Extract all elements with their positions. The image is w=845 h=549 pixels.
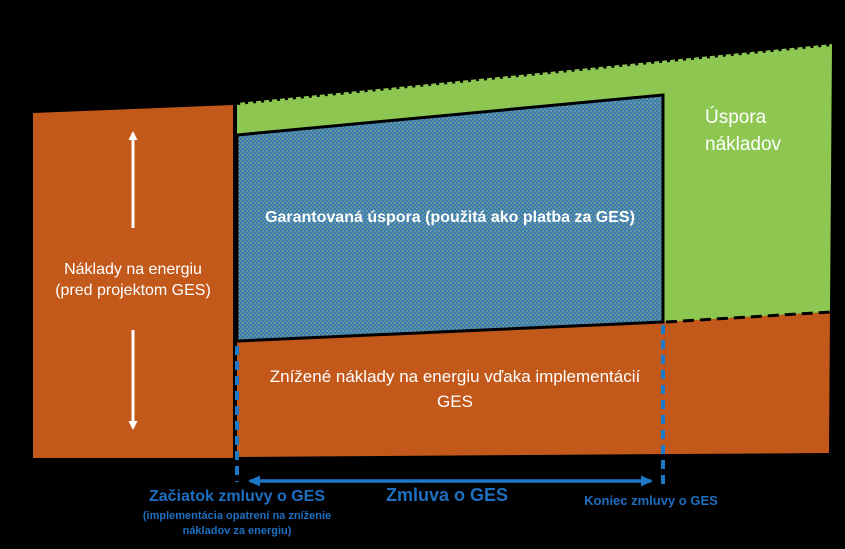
contract-start-sublabel: (implementácia opatrení na zníženie nákl…	[142, 510, 332, 537]
contract-start-label: Začiatok zmluvy o GES	[148, 488, 326, 505]
reduced-cost-label: Znížené náklady na energiu vďaka impleme…	[269, 367, 641, 411]
contract-end-label: Koniec zmluvy o GES	[584, 493, 718, 508]
baseline-cost-dotted-line	[236, 40, 833, 105]
cost-savings-region	[237, 44, 832, 322]
guaranteed-savings-label: Garantovaná úspora (použitá ako platba z…	[265, 209, 635, 226]
cost-savings-label: Úspora nákladov	[705, 107, 782, 155]
guaranteed-savings-box	[235, 93, 665, 343]
pre-project-cost-region	[33, 105, 233, 458]
contract-period-label: Zmluva o GES	[385, 485, 509, 505]
reduced-cost-region	[237, 312, 830, 457]
pre-project-cost-label: Náklady na energiu (pred projektom GES)	[55, 261, 211, 299]
post-contract-boundary-dashed-line	[665, 310, 832, 324]
